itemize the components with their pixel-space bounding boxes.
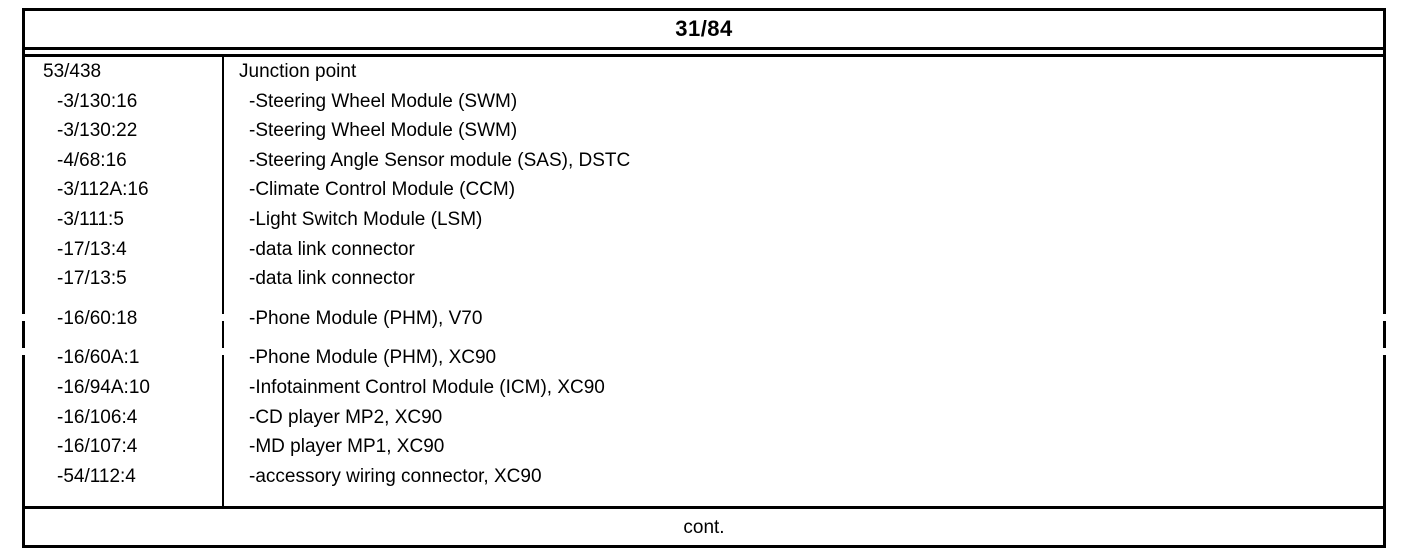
component-description-cell: -Infotainment Control Module (ICM), XC90 [249,376,605,398]
component-description-cell: -Steering Angle Sensor module (SAS), DST… [249,149,631,171]
component-description-cell: -accessory wiring connector, XC90 [249,465,542,487]
connector-code-cell: -16/107:4 [57,436,138,458]
table-row: -3/130:16 -Steering Wheel Module (SWM) [25,87,1383,117]
component-description-cell: -Light Switch Module (LSM) [249,208,483,230]
component-description-cell: -data link connector [249,268,415,290]
block-separator-gap [22,314,25,321]
table-row: -16/107:4 -MD player MP1, XC90 [25,432,1383,462]
header-rule-upper [25,47,1383,50]
connector-code-cell: -3/112A:16 [57,179,149,201]
table-footer-row: cont. [25,509,1383,545]
table-row: -17/13:5 -data link connector [25,264,1383,294]
component-description-cell: -CD player MP2, XC90 [249,406,443,428]
component-description-cell: -Steering Wheel Module (SWM) [249,120,518,142]
component-description-cell: Junction point [239,61,357,82]
connector-code-cell: -16/106:4 [57,406,138,428]
footer-rule [25,506,1383,509]
table-row: -3/111:5 -Light Switch Module (LSM) [25,205,1383,235]
connector-code-cell: -4/68:16 [57,149,127,171]
table-body: 53/438 Junction point -3/130:16 -Steering W… [22,57,1386,506]
page-number-title: 31/84 [675,16,733,41]
table-row: -54/112:4 -accessory wiring connector, XC… [25,462,1383,492]
component-description-cell: -Phone Module (PHM), V70 [249,307,483,329]
table-row: 53/438 Junction point [25,57,1383,87]
connector-code-cell: -3/130:22 [57,120,138,142]
block-separator-gap [222,348,224,355]
header-rule-lower [25,54,1383,57]
component-description-cell: -Climate Control Module (CCM) [249,179,516,201]
block-separator-gap [222,314,224,321]
table-row: -17/13:4 -data link connector [25,235,1383,265]
block-separator-gap [1383,314,1386,321]
block-separator-gap [1383,348,1386,355]
table-row: -16/60:18 -Phone Module (PHM), V70 [25,304,1383,334]
block-separator-gap [22,348,25,355]
table-header-row: 31/84 [25,11,1383,47]
table-row: -3/130:22 -Steering Wheel Module (SWM) [25,116,1383,146]
connector-code-cell: 53/438 [43,61,102,82]
connector-code-cell: -16/60A:1 [57,347,140,369]
column-divider [222,57,224,506]
continuation-note: cont. [683,516,725,538]
connector-code-cell: -3/111:5 [57,208,124,230]
table-row: -16/94A:10 -Infotainment Control Module (… [25,373,1383,403]
table-row: -3/112A:16 -Climate Control Module (CCM) [25,175,1383,205]
connector-code-cell: -16/94A:10 [57,376,150,398]
wiring-reference-table: 31/84 53/438 Junction point -3/130:16 -Stee… [22,8,1386,548]
connector-code-cell: -54/112:4 [57,465,136,487]
connector-code-cell: -17/13:5 [57,268,127,290]
component-description-cell: -Steering Wheel Module (SWM) [249,90,518,112]
connector-code-cell: -17/13:4 [57,238,127,260]
component-description-cell: -Phone Module (PHM), XC90 [249,347,497,369]
component-description-cell: -data link connector [249,238,415,260]
table-row: -16/106:4 -CD player MP2, XC90 [25,403,1383,433]
table-row: -16/60A:1 -Phone Module (PHM), XC90 [25,343,1383,373]
connector-code-cell: -3/130:16 [57,90,138,112]
table-row: -4/68:16 -Steering Angle Sensor module (S… [25,146,1383,176]
connector-code-cell: -16/60:18 [57,307,138,329]
table-rows: 53/438 Junction point -3/130:16 -Steering W… [25,57,1383,491]
component-description-cell: -MD player MP1, XC90 [249,436,445,458]
